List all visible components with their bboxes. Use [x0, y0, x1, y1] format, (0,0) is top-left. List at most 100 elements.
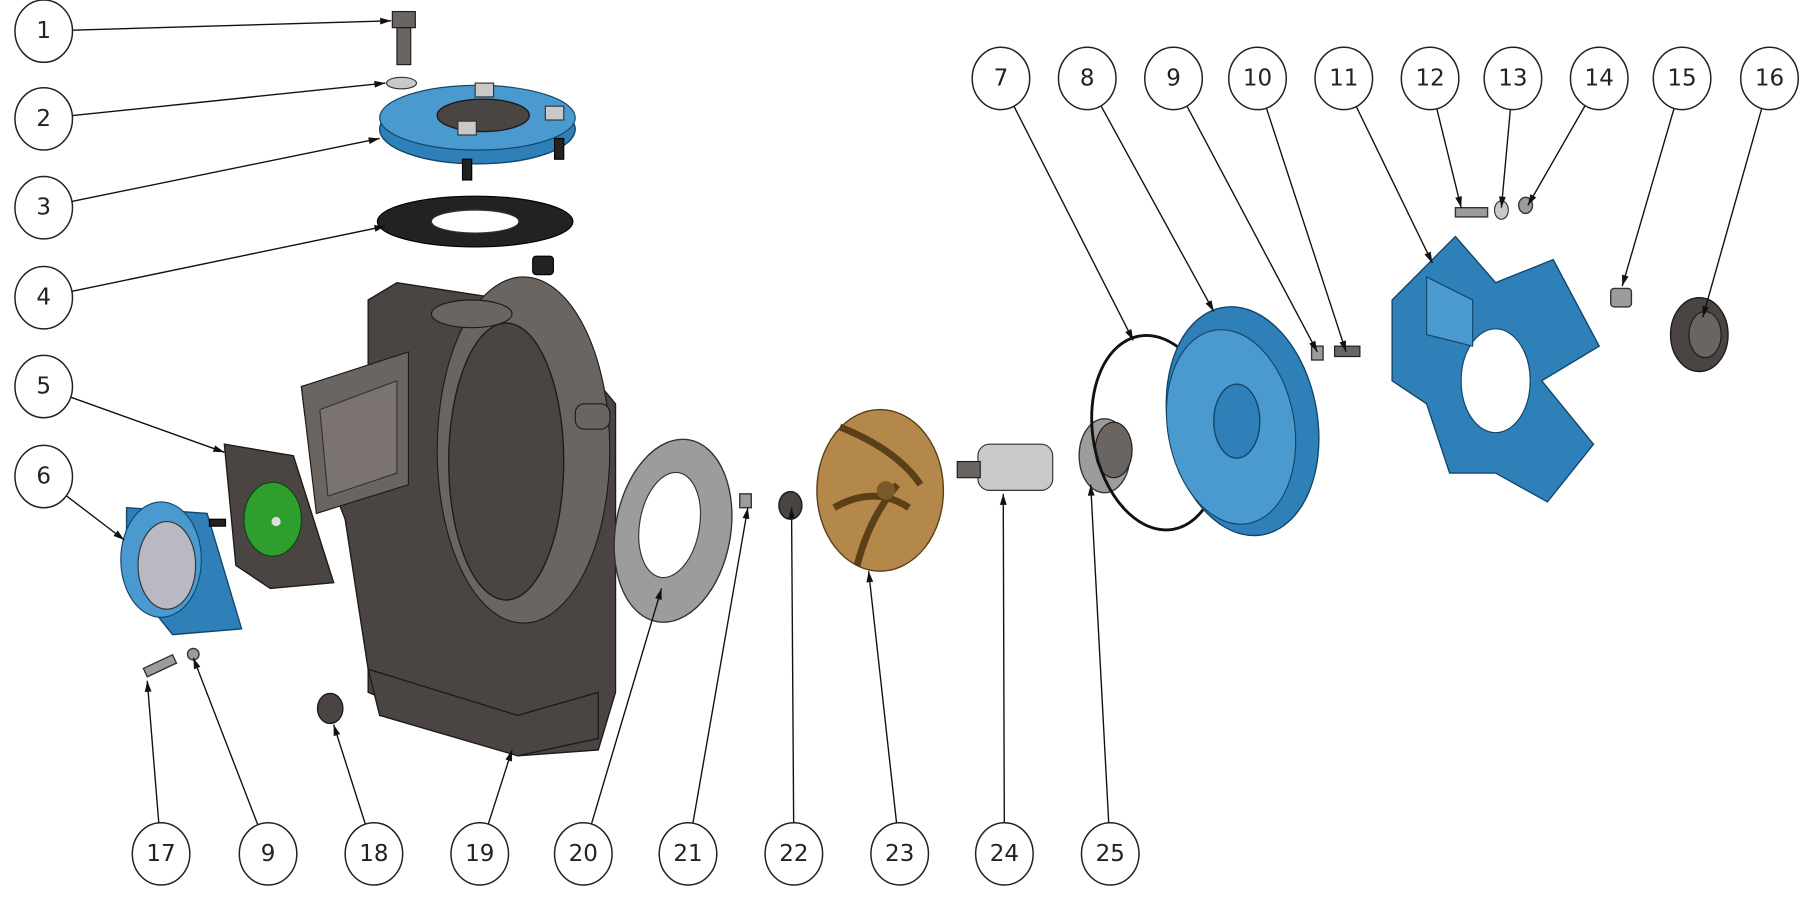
arrowhead-icon [1309, 340, 1318, 352]
callout-number: 4 [36, 285, 51, 311]
callout-number: 3 [36, 195, 51, 221]
callout-bubble [1057, 46, 1117, 111]
leader-line-3 [71, 137, 380, 203]
callout-bubble [14, 86, 74, 151]
leader-line-2 [72, 82, 386, 117]
part-6-suction-flange [120, 501, 243, 636]
callout-6: 6 [14, 444, 74, 509]
arrowhead-icon [1702, 305, 1709, 318]
part-2-washer [385, 76, 418, 90]
callout-bubble [344, 821, 404, 886]
callout-bubble [238, 821, 298, 886]
arrowhead-icon [333, 724, 341, 737]
part-21-pin [739, 493, 752, 509]
callout-bubble [1227, 46, 1288, 111]
callout-number: 13 [1498, 65, 1527, 91]
arrowhead-icon [866, 571, 874, 583]
part-17-bolt [142, 653, 178, 678]
callout-bubble [870, 821, 930, 886]
part-16-lip-seal [1669, 297, 1729, 373]
callout-bubble [971, 46, 1031, 111]
part-11-bearing-bracket [1391, 235, 1601, 503]
callout-5: 5 [14, 354, 74, 419]
part-12-stud [1454, 206, 1489, 218]
callout-bubble [1144, 46, 1204, 111]
arrowhead-icon [999, 493, 1007, 505]
leader-line-21 [692, 507, 749, 824]
callout-number: 16 [1755, 65, 1784, 91]
callout-bubble [1314, 46, 1374, 111]
arrowhead-icon [113, 530, 125, 540]
parts [120, 10, 1729, 757]
part-9-washer [186, 647, 200, 661]
callout-number: 21 [673, 841, 702, 867]
leader-line-9 [192, 657, 259, 825]
leader-line-18 [332, 724, 366, 825]
callout-bubble [1483, 46, 1543, 111]
callout-1: 1 [14, 0, 74, 64]
arrowhead-icon [742, 507, 750, 520]
callout-14: 14 [1569, 46, 1629, 111]
leader-line-14 [1527, 105, 1586, 206]
arrowhead-icon [1339, 340, 1347, 352]
callout-number: 17 [146, 841, 175, 867]
callout-number: 18 [359, 841, 388, 867]
callout-bubble [14, 175, 74, 240]
arrowhead-icon [1424, 251, 1433, 264]
callout-bubble [14, 265, 74, 330]
arrowhead-icon [1205, 300, 1214, 312]
leader-line-25 [1089, 484, 1110, 823]
callout-number: 6 [36, 464, 51, 490]
leader-line-24 [1002, 493, 1005, 823]
callout-17: 17 [131, 821, 191, 886]
leader-line-6 [65, 495, 125, 541]
callout-number: 25 [1096, 841, 1125, 867]
arrowhead-icon [373, 225, 386, 232]
callout-number: 19 [465, 841, 494, 867]
callout-number: 12 [1415, 65, 1444, 91]
part-9-washer-top [1310, 345, 1324, 361]
arrowhead-icon [374, 80, 386, 88]
callout-bubble [14, 0, 74, 64]
part-15-plug [1610, 287, 1633, 308]
arrowhead-icon [655, 588, 662, 600]
callout-18: 18 [344, 821, 404, 886]
callout-number: 24 [990, 841, 1019, 867]
callout-number: 9 [1166, 65, 1181, 91]
callout-20: 20 [553, 821, 613, 886]
part-8-backplate [1165, 306, 1320, 537]
callout-bubble [131, 821, 191, 886]
callout-bubble [1569, 46, 1629, 111]
leader-line-12 [1436, 108, 1462, 208]
callout-bubble [1400, 46, 1460, 111]
callout-number: 9 [261, 841, 276, 867]
callout-7: 7 [971, 46, 1031, 111]
arrowhead-icon [1527, 194, 1537, 206]
callout-22: 22 [764, 821, 824, 886]
leader-line-17 [146, 680, 160, 823]
part-3-flange [378, 82, 576, 181]
callout-number: 11 [1329, 65, 1358, 91]
part-18-nut [316, 692, 344, 725]
callout-bubble [764, 821, 824, 886]
leader-lines [65, 17, 1763, 825]
leader-line-7 [1013, 105, 1134, 341]
callout-21: 21 [658, 821, 718, 886]
part-19-pump-housing [300, 276, 617, 757]
arrowhead-icon [1087, 484, 1095, 496]
arrowhead-icon [1125, 329, 1134, 341]
leader-line-11 [1355, 106, 1434, 264]
part-23-impeller [816, 408, 945, 572]
callout-bubble [1080, 821, 1140, 886]
leader-line-10 [1265, 107, 1347, 353]
arrowhead-icon [380, 17, 392, 25]
leader-line-19 [487, 749, 513, 825]
callout-23: 23 [870, 821, 930, 886]
callout-4: 4 [14, 265, 74, 330]
leader-line-13 [1500, 109, 1512, 208]
arrowhead-icon [1499, 196, 1506, 208]
callout-bubble [974, 821, 1034, 886]
callout-2: 2 [14, 86, 74, 151]
